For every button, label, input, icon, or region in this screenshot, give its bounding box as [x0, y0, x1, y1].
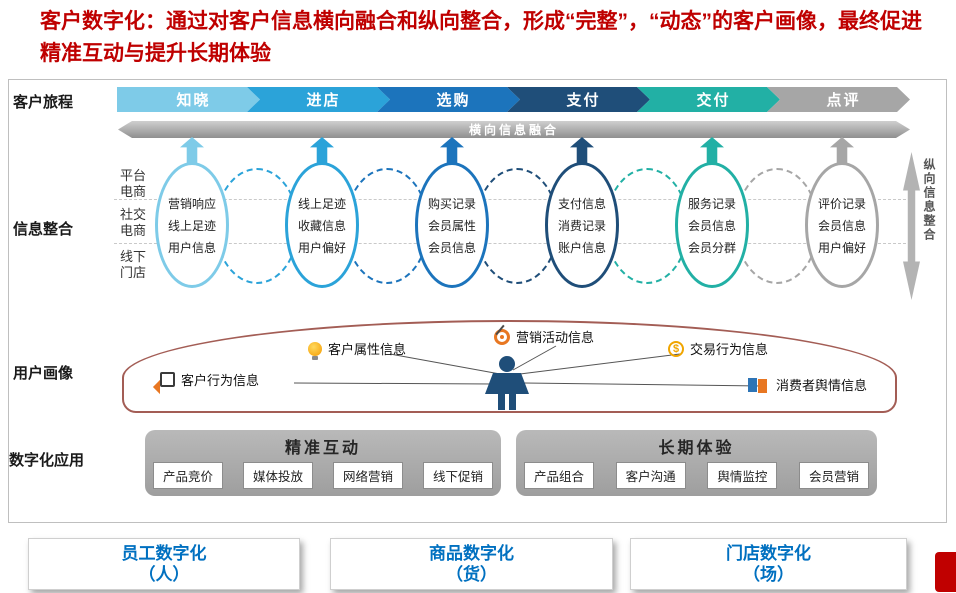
- portrait-label-text: 营销活动信息: [516, 330, 595, 345]
- section-label-journey: 客户旅程: [13, 94, 74, 111]
- application-items: 产品竞价 媒体投放 网络营销 线下促销: [153, 462, 493, 489]
- portrait-label-sentiment: 消费者舆情信息: [748, 375, 867, 394]
- integration-line: 服务记录: [687, 196, 736, 211]
- application-chip: 会员营销: [798, 462, 869, 489]
- portrait-connector-lines: [293, 345, 763, 410]
- integration-line: 会员分群: [687, 240, 736, 255]
- channel-social-ecommerce: 社交电商: [120, 207, 147, 238]
- bottom-box-line2: （人）: [138, 565, 190, 584]
- integration-line: 支付信息: [557, 196, 606, 211]
- bottom-box-goods: 商品数字化 （货）: [330, 538, 613, 590]
- integration-line: 账户信息: [557, 240, 606, 255]
- target-icon: [494, 328, 510, 345]
- bottom-box-line1: 商品数字化: [429, 543, 514, 563]
- integration-line: 用户信息: [167, 240, 216, 255]
- application-chip: 客户沟通: [615, 462, 686, 489]
- application-chip: 舆情监控: [707, 462, 778, 489]
- portrait-label-attribute: 客户属性信息: [308, 339, 407, 360]
- journey-stage-select: 选购: [377, 87, 520, 112]
- integration-ellipse-review: 评价记录 会员信息 用户偏好: [805, 162, 879, 288]
- integration-line: 会员信息: [687, 218, 736, 233]
- vertical-integration-label: 纵向信息整合: [922, 158, 936, 242]
- section-label-integration: 信息整合: [13, 221, 74, 238]
- portrait-label-text: 消费者舆情信息: [776, 378, 868, 393]
- people-icon: [748, 377, 770, 393]
- portrait-label-text: 交易行为信息: [690, 342, 769, 357]
- horizontal-fusion-arrow: 横向信息融合: [118, 121, 910, 138]
- integration-ellipse-deliver: 服务记录 会员信息 会员分群: [675, 162, 749, 288]
- integration-line: 用户偏好: [297, 240, 346, 255]
- integration-line: 线上足迹: [167, 218, 216, 233]
- application-chip: 网络营销: [332, 462, 403, 489]
- journey-stage-pay: 支付: [507, 87, 650, 112]
- integration-line: 会员属性: [427, 218, 476, 233]
- page-title: 客户数字化：通过对客户信息横向融合和纵向整合，形成“完整”，“动态”的客户画像，…: [40, 10, 922, 65]
- dollar-circle-icon: $: [668, 340, 684, 357]
- application-header: 精准互动: [284, 440, 361, 457]
- integration-ellipse-enter: 线上足迹 收藏信息 用户偏好: [285, 162, 359, 288]
- integration-line: 购买记录: [427, 196, 476, 211]
- application-chip: 产品组合: [524, 462, 595, 489]
- journey-stage-label: 选购: [436, 92, 471, 109]
- integration-line: 会员信息: [427, 240, 476, 255]
- lightbulb-icon: [308, 341, 322, 360]
- journey-stage-label: 点评: [826, 92, 861, 109]
- bottom-box-line1: 门店数字化: [726, 543, 811, 563]
- channel-offline-store: 线下门店: [120, 249, 147, 280]
- hand-pointer-icon: [160, 372, 175, 387]
- application-header: 长期体验: [658, 440, 735, 457]
- bottom-box-employee: 员工数字化 （人）: [28, 538, 300, 590]
- section-label-application: 数字化应用: [9, 452, 85, 469]
- logo: [935, 552, 956, 592]
- bottom-box-line2: （场）: [743, 565, 794, 584]
- journey-stage-enter: 进店: [247, 87, 390, 112]
- bottom-box-line2: （货）: [446, 565, 497, 584]
- integration-line: 评价记录: [817, 196, 866, 211]
- integration-line: 会员信息: [817, 218, 866, 233]
- portrait-label-transaction: $ 交易行为信息: [668, 339, 768, 358]
- journey-stage-label: 交付: [696, 92, 731, 109]
- journey-stage-deliver: 交付: [637, 87, 780, 112]
- portrait-label-behavior: 客户行为信息: [160, 370, 259, 389]
- bottom-box-line1: 员工数字化: [121, 543, 207, 563]
- portrait-label-text: 客户属性信息: [328, 342, 407, 357]
- application-items: 产品组合 客户沟通 舆情监控 会员营销: [524, 462, 869, 489]
- bottom-box-store: 门店数字化 （场）: [630, 538, 907, 590]
- portrait-label-marketing: 营销活动信息: [494, 327, 594, 346]
- section-label-portrait: 用户画像: [13, 365, 74, 382]
- application-chip: 产品竞价: [153, 462, 224, 489]
- horizontal-fusion-label: 横向信息融合: [468, 123, 559, 137]
- integration-ellipse-pay: 支付信息 消费记录 账户信息: [545, 162, 619, 288]
- person-orange-icon: [758, 378, 767, 393]
- integration-line: 消费记录: [557, 218, 606, 233]
- integration-line: 用户偏好: [817, 240, 866, 255]
- application-chip: 线下促销: [422, 462, 493, 489]
- integration-ellipse-select: 购买记录 会员属性 会员信息: [415, 162, 489, 288]
- journey-stage-awareness: 知晓: [117, 87, 260, 112]
- portrait-label-text: 客户行为信息: [181, 373, 260, 388]
- application-chip: 媒体投放: [242, 462, 313, 489]
- channel-platform-ecommerce: 平台电商: [120, 168, 147, 199]
- journey-stage-label: 进店: [306, 92, 341, 109]
- journey-stage-label: 知晓: [176, 92, 211, 109]
- vertical-integration-arrow-icon: [903, 152, 920, 300]
- integration-ellipse-awareness: 营销响应 线上足迹 用户信息: [155, 162, 229, 288]
- application-box-precise-interaction: 精准互动 产品竞价 媒体投放 网络营销 线下促销: [145, 430, 501, 496]
- integration-line: 线上足迹: [297, 196, 346, 211]
- journey-stage-review: 点评: [767, 87, 910, 112]
- person-icon: [485, 356, 529, 410]
- integration-line: 收藏信息: [297, 218, 346, 233]
- integration-line: 营销响应: [167, 196, 216, 211]
- person-blue-icon: [748, 377, 757, 392]
- application-box-longterm-experience: 长期体验 产品组合 客户沟通 舆情监控 会员营销: [516, 430, 877, 496]
- journey-stage-label: 支付: [566, 92, 601, 109]
